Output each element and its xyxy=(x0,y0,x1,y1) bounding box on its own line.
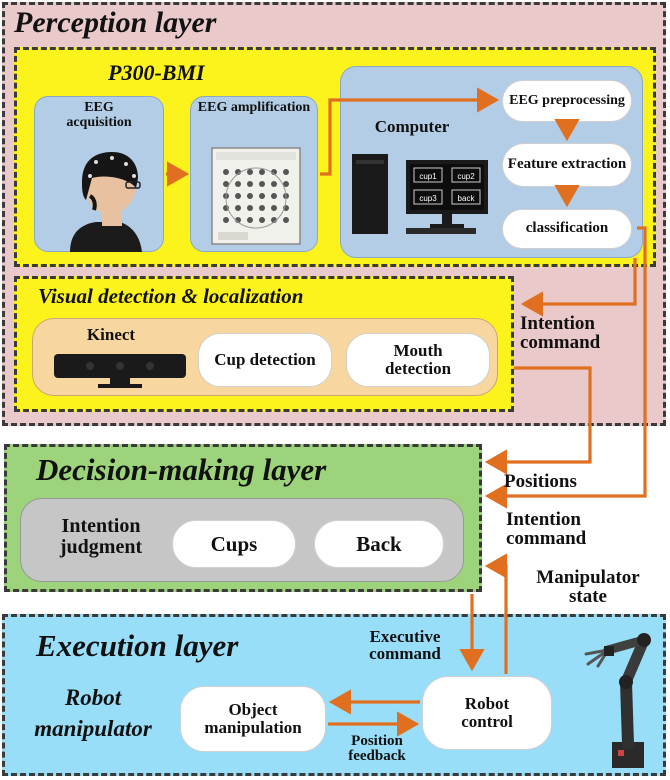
screen-item-back: back xyxy=(458,194,476,203)
execution-layer-title: Execution layer xyxy=(36,628,239,663)
kinect-label: Kinect xyxy=(86,325,136,344)
screen-item-cup2: cup2 xyxy=(457,172,475,181)
computer-label: Computer xyxy=(374,117,450,136)
robot-arm-image xyxy=(584,633,651,768)
feature-extraction-step: Feature extraction xyxy=(502,143,632,187)
back-option: Back xyxy=(314,520,444,568)
cup-detection-pill: Cup detection xyxy=(198,333,332,387)
executive-command-label: Executive command xyxy=(369,627,441,664)
computer-image: cup1 cup2 cup3 back xyxy=(352,154,488,234)
robot-control-pill: Robot control xyxy=(422,676,552,750)
visual-detection-title: Visual detection & localization xyxy=(38,284,304,308)
cups-option: Cups xyxy=(172,520,296,568)
eeg-amplifier-image xyxy=(211,147,301,245)
eeg-cap-head-image xyxy=(70,152,142,252)
object-manipulation-pill: Object manipulation xyxy=(180,686,326,752)
screen-item-cup3: cup3 xyxy=(419,194,437,203)
eeg-acquisition-label: EEG acquisition xyxy=(66,100,132,130)
manipulator-state-label: Manipulator state xyxy=(536,567,640,608)
kinect-sensor-image xyxy=(54,354,186,388)
classification-step: classification xyxy=(502,209,632,249)
robot-manipulator-label: Robot manipulator xyxy=(34,685,152,742)
mouth-detection-pill: Mouth detection xyxy=(346,333,490,387)
positions-label: Positions xyxy=(504,471,577,492)
perception-layer-title: Perception layer xyxy=(14,6,217,39)
decision-making-layer-title: Decision-making layer xyxy=(36,452,327,487)
intention-judgment-label: Intention judgment xyxy=(59,515,143,558)
eeg-preprocessing-step: EEG preprocessing xyxy=(502,80,632,122)
p300-bmi-title: P300-BMI xyxy=(108,60,205,85)
screen-item-cup1: cup1 xyxy=(419,172,437,181)
position-feedback-label: Position feedback xyxy=(348,733,406,765)
eeg-amplification-label: EEG amplification xyxy=(197,100,311,115)
intention-command-label-1: Intention command xyxy=(520,313,601,354)
intention-command-label-2: Intention command xyxy=(506,509,587,550)
